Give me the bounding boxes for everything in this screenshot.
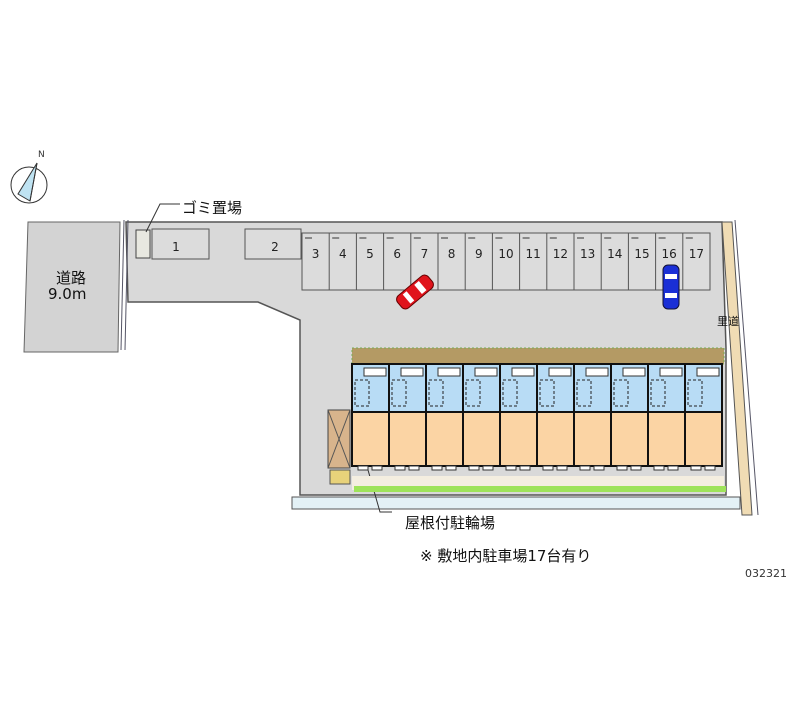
property-code: 032321 [745,567,787,580]
apartment-unit [462,363,501,471]
parking-space-15: 15 [634,247,649,261]
parking-space-1: 1 [172,240,180,254]
side-path [721,221,753,516]
parking-space-16: 16 [662,247,677,261]
compass-icon: N [10,150,48,204]
road-label: 道路 [56,269,87,287]
parking-space-10: 10 [498,247,513,261]
parking-space-9: 9 [475,247,483,261]
apartment-unit [573,363,612,471]
apartment-unit [425,363,464,471]
parking-space-14: 14 [607,247,622,261]
sidewalk [291,496,741,510]
hedge-bottom [354,486,726,492]
parking-space-7: 7 [421,247,429,261]
car-red-icon [396,274,434,310]
parking-space-6: 6 [393,247,401,261]
apartment-unit [499,363,538,471]
apartment-unit [351,363,390,471]
road-area [23,221,121,353]
apartment-unit [536,363,575,471]
apartment-unit [388,363,427,471]
apartment-unit [684,363,723,471]
side-path-label: 里道 [717,315,739,328]
parking-space-13: 13 [580,247,595,261]
bike-parking-label: 屋根付駐輪場 [405,514,496,532]
trash-area [135,229,151,259]
trash-area-label: ゴミ置場 [182,199,243,217]
car-blue-icon [662,264,680,310]
parking-space-5: 5 [366,247,374,261]
parking-space-3: 3 [312,247,320,261]
parking-space-11: 11 [526,247,541,261]
parking-space-2: 2 [271,240,279,254]
parking-space-17: 17 [689,247,704,261]
apartment-unit [610,363,649,471]
compass-north-label: N [38,150,45,160]
parking-note: ※ 敷地内駐車場17台有り [420,547,592,565]
parking-space-8: 8 [448,247,456,261]
road-width-label: 9.0m [48,285,87,303]
apartment-unit [647,363,686,471]
parking-space-12: 12 [553,247,568,261]
hedge-top [352,348,724,364]
parking-space-4: 4 [339,247,347,261]
